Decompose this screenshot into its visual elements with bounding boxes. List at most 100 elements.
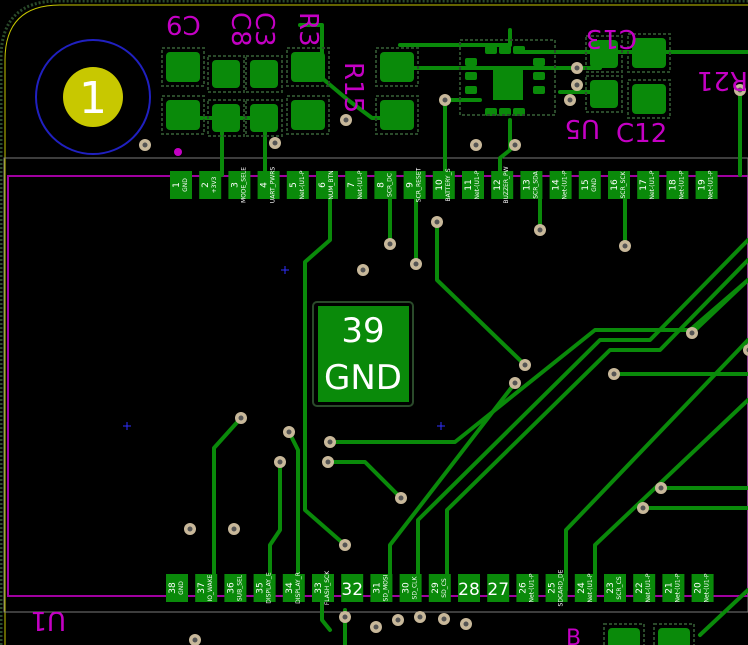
via[interactable] [324,436,336,448]
via[interactable] [519,359,531,371]
via[interactable] [139,139,151,151]
smd-pad[interactable] [250,60,278,88]
pad[interactable] [316,171,338,199]
via[interactable] [269,137,281,149]
ic-u5-pad[interactable] [493,70,523,100]
pad[interactable] [549,171,572,199]
pad[interactable] [662,574,685,602]
pad[interactable] [312,574,334,602]
via[interactable] [439,94,451,106]
smd-pad[interactable] [250,104,278,132]
pad[interactable] [195,574,218,602]
via[interactable] [534,224,546,236]
smd-pad[interactable] [291,100,325,130]
pad[interactable] [374,171,397,199]
via[interactable] [228,523,240,535]
pad[interactable] [491,171,514,199]
via[interactable] [509,377,521,389]
ic-pin[interactable] [533,58,545,66]
ic-pin[interactable] [533,72,545,80]
smd-pad[interactable] [590,40,618,68]
pad[interactable] [257,171,280,199]
pad[interactable] [545,574,568,602]
mounting-hole-pad[interactable] [63,67,123,127]
via[interactable] [619,240,631,252]
ic-pin[interactable] [485,108,497,116]
via[interactable] [189,634,201,645]
pad[interactable] [637,171,660,199]
pad[interactable] [370,574,393,602]
pin-pad-27[interactable]: 27 [487,574,510,602]
pad[interactable] [462,171,484,199]
via[interactable] [370,621,382,633]
via[interactable] [431,216,443,228]
pad[interactable] [286,171,309,199]
via[interactable] [470,139,482,151]
pad[interactable] [224,574,247,602]
ic-pin[interactable] [533,86,545,94]
pad[interactable] [345,171,368,199]
ic-pin[interactable] [499,46,511,54]
smd-pad[interactable] [608,628,640,645]
pad[interactable] [428,574,451,602]
pad[interactable] [403,171,426,199]
pin-pad-2[interactable]: 2+3V3 [199,171,222,199]
pin-pad-28[interactable]: 28 [458,574,480,602]
pad[interactable] [691,574,714,602]
pad[interactable] [399,574,422,602]
via[interactable] [235,412,247,424]
pad[interactable] [199,171,222,199]
smd-pad[interactable] [658,628,690,645]
via[interactable] [509,139,521,151]
ic-pin[interactable] [485,46,497,54]
pad[interactable] [341,574,364,602]
via[interactable] [392,614,404,626]
via[interactable] [438,613,450,625]
via[interactable] [274,456,286,468]
smd-pad[interactable] [291,52,325,82]
via[interactable] [322,456,334,468]
via[interactable] [395,492,407,504]
smd-pad[interactable] [590,80,618,108]
ic-pin[interactable] [513,46,525,54]
via[interactable] [357,264,369,276]
via[interactable] [734,84,746,96]
via[interactable] [571,62,583,74]
pad[interactable] [604,574,626,602]
smd-pad[interactable] [166,100,200,130]
smd-pad[interactable] [212,60,240,88]
pad[interactable] [487,574,510,602]
smd-pad[interactable] [380,100,414,130]
pad[interactable] [666,171,689,199]
via[interactable] [637,502,649,514]
ic-pin[interactable] [465,72,477,80]
pad[interactable] [520,171,543,199]
via[interactable] [339,611,351,623]
